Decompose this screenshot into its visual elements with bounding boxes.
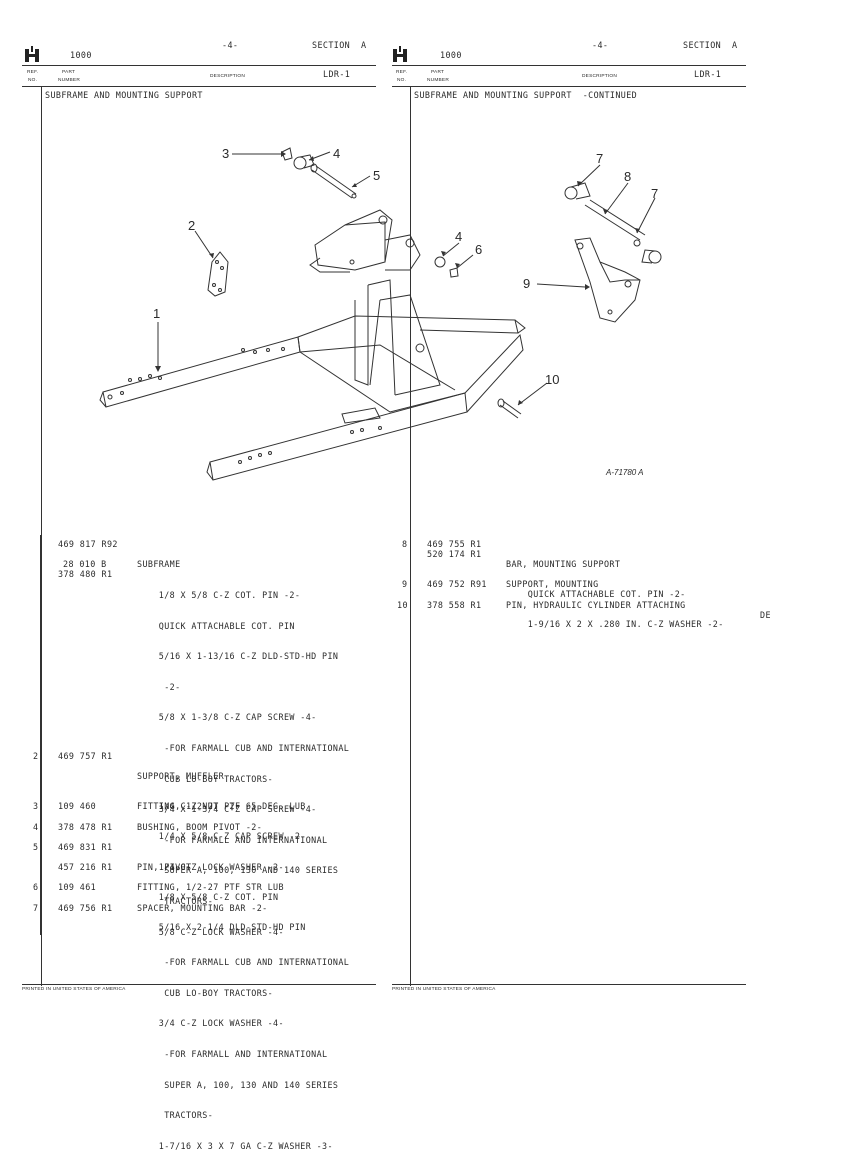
left-col-part: PART [62, 70, 76, 75]
callout-9: 9 [523, 276, 531, 291]
part-number: 109 460 [58, 801, 97, 811]
right-footer: PRINTED IN UNITED STATES OF AMERICA [392, 987, 496, 992]
ref-number: 3 [33, 801, 39, 811]
part-description: PIN, PIVOT 1/8 X 5/8 C-Z COT. PIN 5/16 X… [137, 862, 306, 933]
illustration-caption: A-71780 A [606, 468, 644, 477]
ref-number: 10 [397, 600, 408, 610]
right-heading: SUBFRAME AND MOUNTING SUPPORT -CONTINUED [414, 90, 638, 100]
left-page-number: -4- [222, 40, 239, 50]
part-description: SUPPORT, MOUNTING [506, 579, 599, 589]
part-number: 469 817 R92 [58, 539, 118, 549]
part-number: 28 010 B [63, 559, 107, 569]
part-number: 520 174 R1 [427, 549, 482, 559]
left-col-ref: REF. [27, 70, 39, 75]
right-col-ref: REF. [396, 70, 408, 75]
right-section: SECTION A [683, 40, 738, 50]
part-number: 469 831 R1 [58, 842, 113, 852]
callout-3: 3 [222, 146, 230, 161]
ref-number: 4 [33, 822, 39, 832]
callout-5: 5 [373, 168, 381, 183]
ih-logo-icon [25, 46, 39, 62]
part-number: 378 478 R1 [58, 822, 113, 832]
right-code: LDR-1 [694, 69, 722, 79]
part-description: BUSHING, BOOM PIVOT -2- [137, 822, 263, 832]
part-number: 109 461 [58, 882, 97, 892]
left-col-part-2: NUMBER [58, 78, 80, 83]
part-description: SUPPORT, MUFFLER 1/4 C-Z NUT -2- 1/4 X 5… [137, 771, 306, 872]
left-col-ref-2: NO. [28, 78, 38, 83]
ref-number: 9 [402, 579, 408, 589]
left-model: 1000 [70, 50, 92, 60]
part-description: PIN, HYDRAULIC CYLINDER ATTACHING [506, 600, 686, 610]
left-footer: PRINTED IN UNITED STATES OF AMERICA [22, 987, 126, 992]
part-number: 469 757 R1 [58, 751, 113, 761]
part-number: 469 756 R1 [58, 903, 113, 913]
part-description: FITTING, 1/2-27 PTF 65 DEG. LUB [137, 801, 306, 811]
right-col-desc: DESCRIPTION [582, 74, 617, 79]
margin-mark: DE [760, 610, 771, 620]
part-number: 469 755 R1 [427, 539, 482, 549]
right-page-number: -4- [592, 40, 609, 50]
ref-number: 8 [402, 539, 408, 549]
part-description: FITTING, 1/2-27 PTF STR LUB [137, 882, 284, 892]
callout-7: 7 [596, 151, 604, 166]
callout-8: 8 [624, 169, 632, 184]
ref-number: 6 [33, 882, 39, 892]
left-col-desc: DESCRIPTION [210, 74, 245, 79]
right-col-ref-2: NO. [397, 78, 407, 83]
part-description: SPACER, MOUNTING BAR -2- [137, 903, 268, 913]
left-heading: SUBFRAME AND MOUNTING SUPPORT [45, 90, 203, 100]
ih-logo-icon [393, 46, 407, 62]
part-number: 378 480 R1 [58, 569, 113, 579]
left-code: LDR-1 [323, 69, 351, 79]
part-description: BAR, MOUNTING SUPPORT QUICK ATTACHABLE C… [506, 559, 724, 630]
ref-number: 5 [33, 842, 39, 852]
right-model: 1000 [440, 50, 462, 60]
right-col-part-2: NUMBER [427, 78, 449, 83]
callout-2: 2 [188, 218, 196, 233]
callout-1: 1 [153, 306, 161, 321]
callout-4: 4 [333, 146, 341, 161]
callout-6: 6 [475, 242, 483, 257]
ref-number: 2 [33, 751, 39, 761]
callout-7b: 7 [651, 186, 659, 201]
callout-10: 10 [545, 372, 560, 387]
right-col-part: PART [431, 70, 445, 75]
part-number: 469 752 R91 [427, 579, 487, 589]
left-section: SECTION A [312, 40, 367, 50]
part-number: 378 558 R1 [427, 600, 482, 610]
part-number: 457 216 R1 [58, 862, 113, 872]
ref-number: 7 [33, 903, 39, 913]
callout-4b: 4 [455, 229, 463, 244]
exploded-parts-diagram [99, 147, 662, 481]
